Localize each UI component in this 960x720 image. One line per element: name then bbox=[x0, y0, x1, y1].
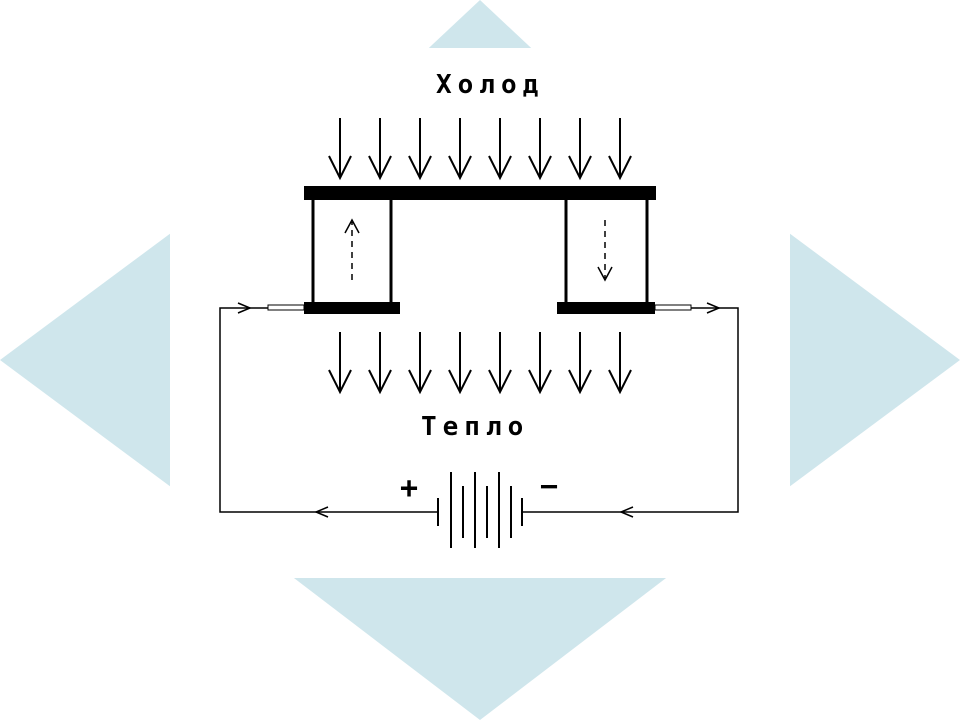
diagram-panel bbox=[170, 48, 790, 578]
arrow-down-icon bbox=[608, 332, 632, 395]
cold-label: Холод bbox=[436, 70, 545, 100]
arrow-down-icon bbox=[488, 332, 512, 395]
arrow-down-icon bbox=[328, 332, 352, 395]
circuit-wire bbox=[219, 307, 739, 513]
battery-plus-label: + bbox=[400, 471, 419, 506]
battery-minus-label: − bbox=[540, 469, 559, 504]
battery bbox=[437, 472, 523, 548]
arrow-down-icon bbox=[568, 118, 592, 181]
arrow-down-icon bbox=[488, 118, 512, 181]
background-diamond-right bbox=[785, 230, 960, 490]
hot-plate-right bbox=[557, 302, 655, 314]
arrow-down-icon bbox=[528, 118, 552, 181]
cold-plate bbox=[304, 186, 656, 200]
heat-flow-arrows bbox=[328, 332, 632, 395]
arrow-down-icon bbox=[448, 332, 472, 395]
hot-plate-left bbox=[304, 302, 400, 314]
arrow-down-icon bbox=[328, 118, 352, 181]
chevron-arrow-icon bbox=[237, 302, 721, 518]
dashed-arrow-down-icon bbox=[597, 220, 613, 282]
arrow-down-icon bbox=[408, 332, 432, 395]
arrow-down-icon bbox=[568, 332, 592, 395]
background-diamond-left bbox=[0, 230, 175, 490]
arrow-down-icon bbox=[608, 118, 632, 181]
right-thermoelement bbox=[564, 200, 649, 302]
arrow-down-icon bbox=[448, 118, 472, 181]
heat-label: Тепло bbox=[421, 412, 530, 442]
background-diamond-bottom bbox=[290, 575, 670, 720]
cold-flow-arrows bbox=[328, 118, 632, 181]
right-lead-connector bbox=[654, 304, 692, 311]
left-lead-connector bbox=[267, 304, 305, 311]
arrow-down-icon bbox=[408, 118, 432, 181]
arrow-down-icon bbox=[368, 332, 392, 395]
left-thermoelement bbox=[311, 200, 393, 302]
arrow-down-icon bbox=[368, 118, 392, 181]
arrow-down-icon bbox=[528, 332, 552, 395]
dashed-arrow-up-icon bbox=[344, 218, 360, 280]
